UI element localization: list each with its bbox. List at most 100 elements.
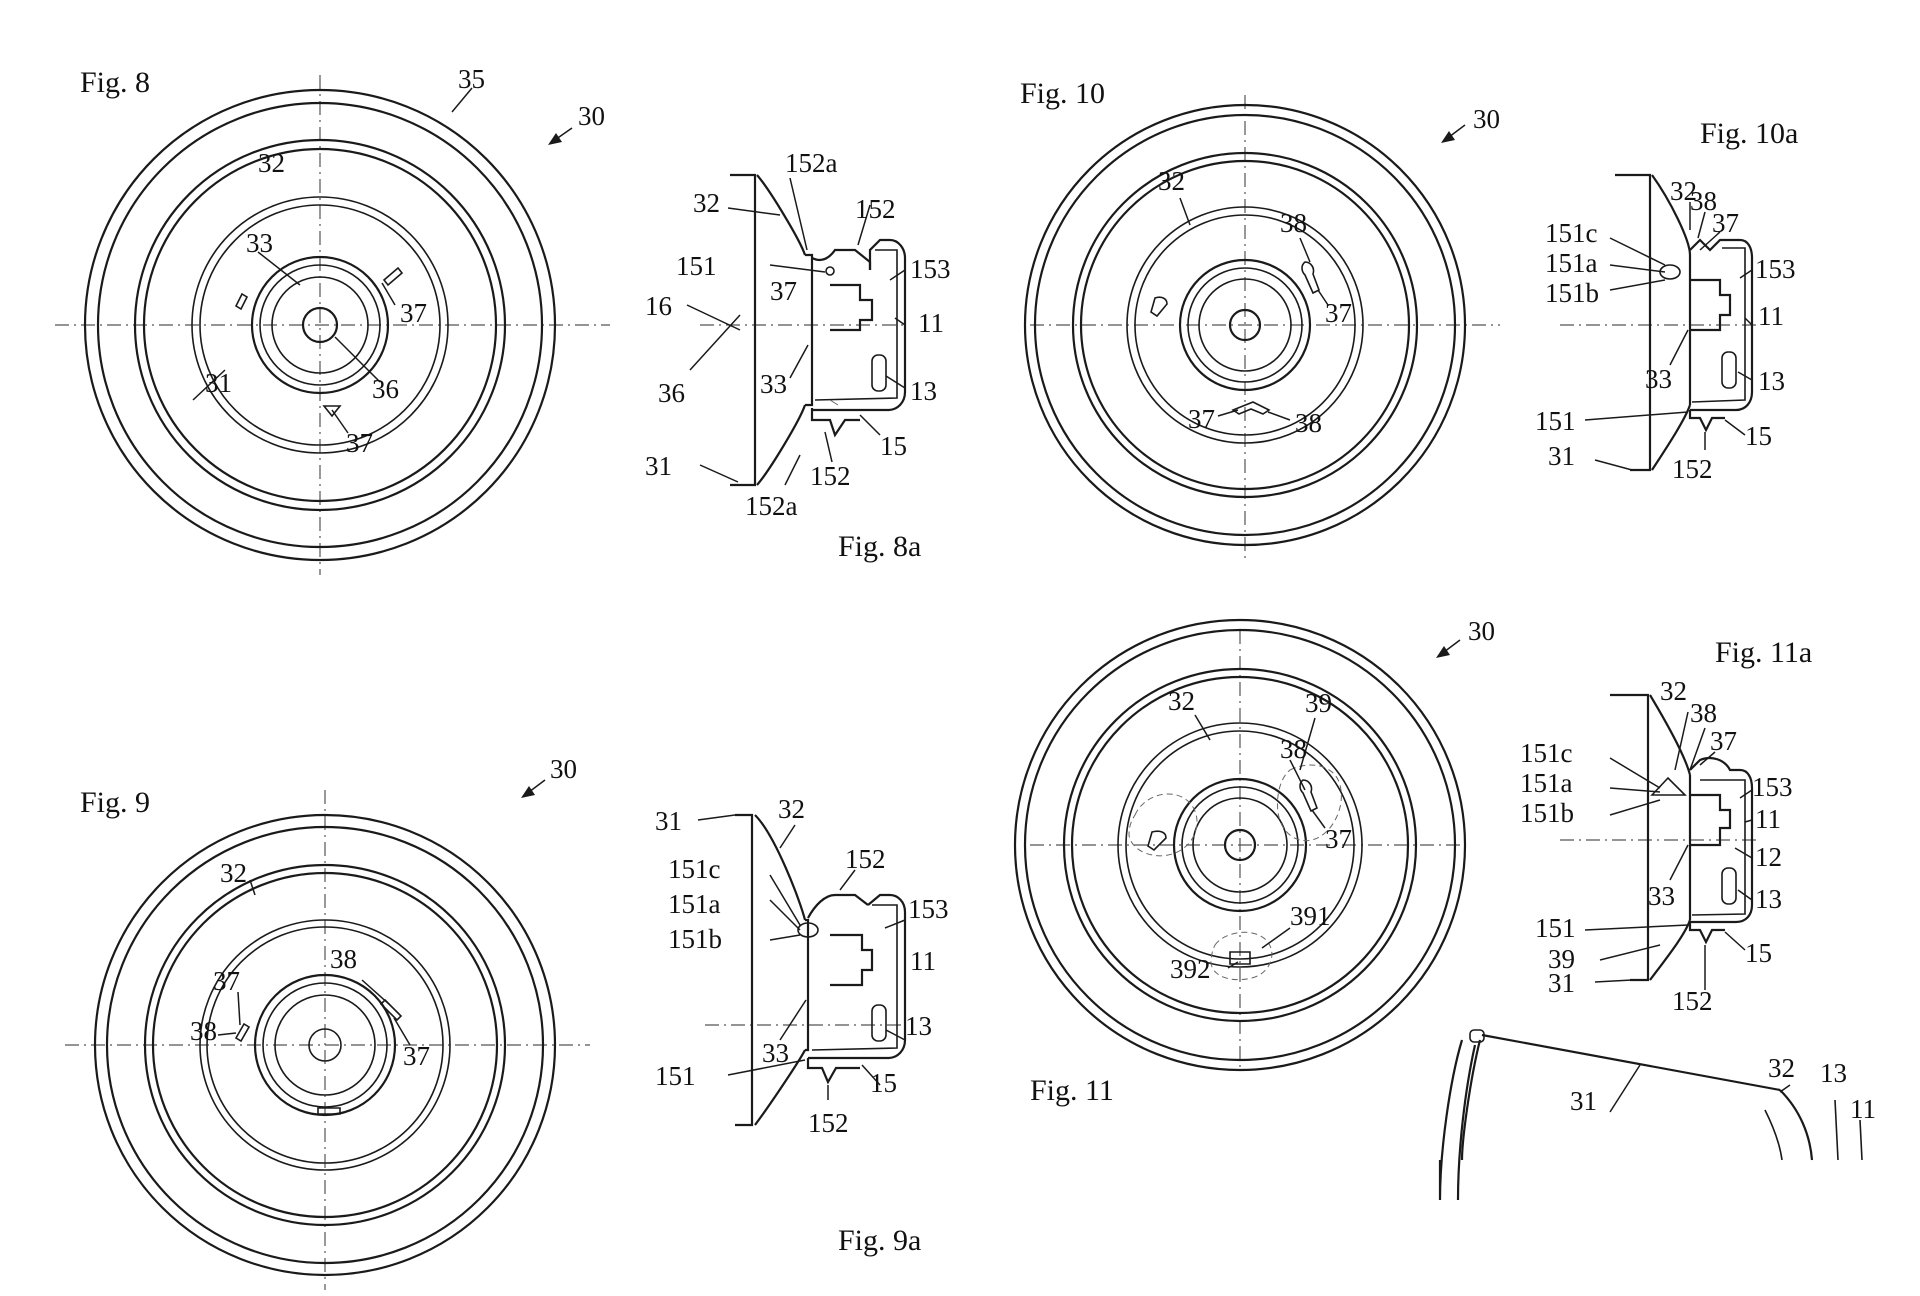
fig9-ref-38-left: 38 [190, 1016, 217, 1046]
fig11a-ref-15: 15 [1745, 938, 1772, 968]
fig11-ref-32: 32 [1168, 686, 1195, 716]
fig11a-ref-152: 152 [1672, 986, 1713, 1016]
fig9a-ref-33: 33 [762, 1038, 789, 1068]
fig8a-label: Fig. 8a [838, 530, 921, 563]
fig9a-ref-153: 153 [908, 894, 949, 924]
fig11a-ref-31: 31 [1548, 968, 1575, 998]
fig8-slot-37-right [382, 266, 404, 287]
fig8-ref-36: 36 [372, 374, 399, 404]
fig8a-ref-16: 16 [645, 291, 672, 321]
perspective-ref-13: 13 [1820, 1058, 1847, 1088]
fig8-label: Fig. 8 [80, 66, 150, 99]
fig11a-ref-151a: 151a [1520, 768, 1573, 798]
fig9a-ref-13: 13 [905, 1011, 932, 1041]
fig8a-ref-37: 37 [770, 276, 797, 306]
fig10a-ref-31: 31 [1548, 441, 1575, 471]
fig10a-ref-151b: 151b [1545, 278, 1599, 308]
fig8a-ref-152-top: 152 [855, 194, 896, 224]
fig8a-ref-13: 13 [910, 376, 937, 406]
fig11-ref-38: 38 [1280, 734, 1307, 764]
fig9-ref-38: 38 [330, 944, 357, 974]
fig9-ref-32: 32 [220, 858, 247, 888]
fig9-ref-37-right: 37 [403, 1041, 430, 1071]
fig8a-ref-36: 36 [658, 378, 685, 408]
fig9a-ref-31: 31 [655, 806, 682, 836]
fig11a-ref-33: 33 [1648, 881, 1675, 911]
fig9-ref-30: 30 [550, 754, 577, 784]
fig10a-ref-151c: 151c [1545, 218, 1598, 248]
fig10-ref-38-bottom: 38 [1295, 408, 1322, 438]
fig9a-ref-15: 15 [870, 1068, 897, 1098]
fig10a-ref-15: 15 [1745, 421, 1772, 451]
fig10a-ref-152: 152 [1672, 454, 1713, 484]
fig8-ref-33: 33 [246, 228, 273, 258]
fig11a-ref-11: 11 [1755, 804, 1781, 834]
fig11a-ref-151c: 151c [1520, 738, 1573, 768]
fig8a-ref-33: 33 [760, 369, 787, 399]
perspective-ref-32: 32 [1768, 1053, 1795, 1083]
fig8-slot-37-left [234, 292, 249, 311]
fig10a-ref-11: 11 [1758, 301, 1784, 331]
fig10a-ref-37: 37 [1712, 208, 1739, 238]
fig10-ref-30: 30 [1473, 104, 1500, 134]
fig10a-ref-151: 151 [1535, 406, 1576, 436]
perspective-ref-11: 11 [1850, 1094, 1876, 1124]
fig9-label: Fig. 9 [80, 786, 150, 819]
fig8a-ref-11: 11 [918, 308, 944, 338]
fig10a-label: Fig. 10a [1700, 117, 1798, 150]
fig9-ref-37-left: 37 [213, 966, 240, 996]
fig8-ref-37a: 37 [400, 298, 427, 328]
fig11-ref-30: 30 [1468, 616, 1495, 646]
fig11-label: Fig. 11 [1030, 1074, 1114, 1107]
fig8-ref-35: 35 [458, 64, 485, 94]
fig8-ref-30: 30 [578, 101, 605, 131]
fig8-ref-31: 31 [205, 368, 232, 398]
fig9a-label: Fig. 9a [838, 1224, 921, 1257]
fig8a-section [686, 173, 907, 487]
fig8-ref-37b: 37 [346, 428, 373, 458]
fig10-ref-37-bottom: 37 [1188, 404, 1215, 434]
fig8-ref-32: 32 [258, 148, 285, 178]
fig11-ref-391: 391 [1290, 901, 1331, 931]
fig11a-ref-12: 12 [1755, 842, 1782, 872]
fig10-label: Fig. 10 [1020, 77, 1105, 110]
fig9a-ref-32: 32 [778, 794, 805, 824]
fig11a-ref-32: 32 [1660, 676, 1687, 706]
fig10a-ref-151a: 151a [1545, 248, 1598, 278]
fig11a-ref-151b: 151b [1520, 798, 1574, 828]
fig11-ref-39: 39 [1305, 688, 1332, 718]
fig10a-ref-153: 153 [1755, 254, 1796, 284]
fig10-disc [1023, 95, 1500, 560]
fig8a-ref-153: 153 [910, 254, 951, 284]
fig10-ref-32: 32 [1158, 166, 1185, 196]
fig10-ref-38: 38 [1280, 208, 1307, 238]
fig10a-ref-38: 38 [1690, 186, 1717, 216]
fig8-disc [55, 75, 610, 575]
fig10a-ref-33: 33 [1645, 364, 1672, 394]
fig9a-ref-151c: 151c [668, 854, 721, 884]
fig8-slot-37-bottom [322, 405, 342, 418]
fig11-ref-37: 37 [1325, 824, 1352, 854]
fig9-disc [65, 779, 590, 1290]
fig11a-ref-37: 37 [1710, 726, 1737, 756]
fig9a-ref-151b: 151b [668, 924, 722, 954]
fig9a-ref-11: 11 [910, 946, 936, 976]
fig11-disc [1013, 618, 1467, 1072]
fig10a-ref-13: 13 [1758, 366, 1785, 396]
fig8a-ref-152a-bottom: 152a [745, 491, 798, 521]
fig11a-ref-38: 38 [1690, 698, 1717, 728]
fig9a-ref-152-bottom: 152 [808, 1108, 849, 1138]
fig10a-ref-32: 32 [1670, 176, 1697, 206]
fig11-ref-392: 392 [1170, 954, 1211, 984]
fig8a-ref-31: 31 [645, 451, 672, 481]
fig8a-ref-152-bottom: 152 [810, 461, 851, 491]
perspective-ref-31: 31 [1570, 1086, 1597, 1116]
fig9a-ref-151: 151 [655, 1061, 696, 1091]
fig11a-section [1560, 693, 1760, 990]
fig8a-ref-151: 151 [676, 251, 717, 281]
fig8a-ref-152a-top: 152a [785, 148, 838, 178]
fig9a-ref-152: 152 [845, 844, 886, 874]
fig11a-ref-153: 153 [1752, 772, 1793, 802]
fig11a-label: Fig. 11a [1715, 636, 1812, 669]
